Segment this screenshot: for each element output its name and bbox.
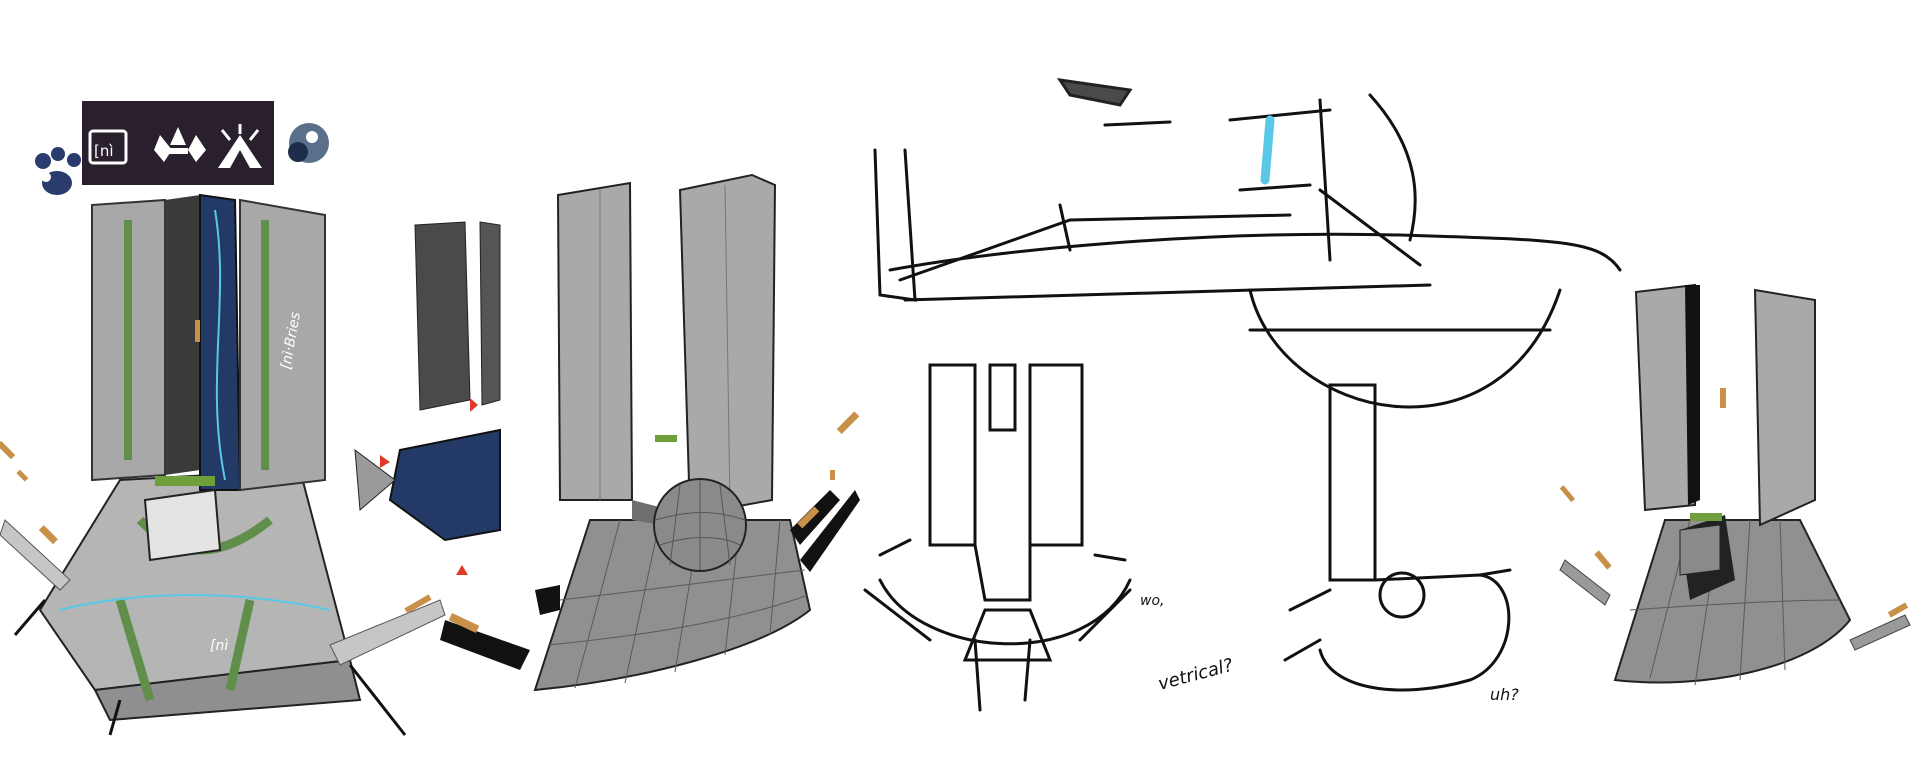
tower-concept-dark-sketch [354,221,501,575]
burst-emblem-icon [218,124,262,168]
paw-print-icon [35,147,81,195]
base-label: [nì [210,638,228,654]
orb-icon [288,123,329,163]
logo-panel: [nì [82,101,274,185]
tower-block-model-right [1559,283,1911,686]
ship-emblem-icon [154,127,206,162]
sketch-side-view [873,78,1622,409]
logo-badge-text: [nì [94,142,114,160]
tower-block-model-center [440,173,860,692]
grid-glyph-icon [88,129,128,165]
note-uh: uh? [1490,685,1519,704]
tower-concept-colored: [nì·Bries [nì [0,193,446,736]
note-vertical: vetrical? [1156,655,1236,695]
note-wo: wo, [1140,593,1164,609]
sketch-front-view [863,363,1132,712]
sketch-top-view [1283,383,1512,692]
